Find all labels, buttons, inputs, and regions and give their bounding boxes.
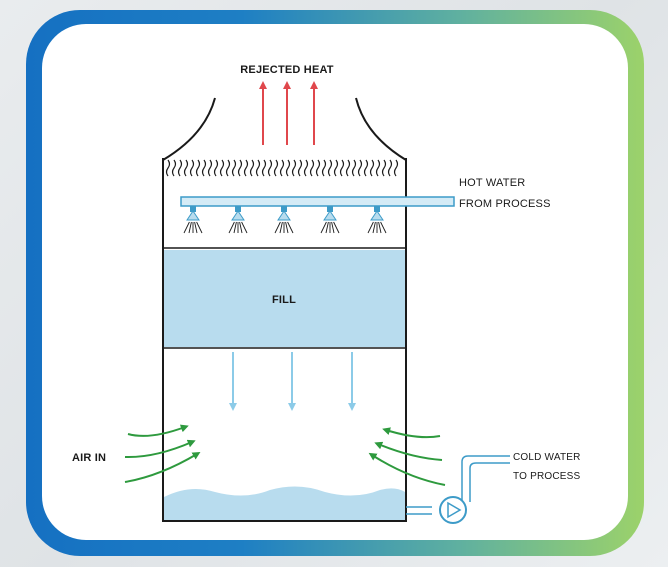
air-arrow-right	[374, 441, 443, 461]
spray-nozzle	[228, 206, 248, 234]
air-arrow-right	[382, 427, 441, 439]
cold-water-label-line1: COLD WATER	[513, 452, 581, 463]
air-arrow-right	[368, 452, 446, 486]
tower-flare-right	[355, 97, 407, 161]
cold-water-riser	[461, 455, 510, 502]
hot-water-label-line2: FROM PROCESS	[459, 198, 551, 210]
spray-nozzle	[320, 206, 340, 234]
spray-nozzle	[274, 206, 294, 234]
spray-nozzle	[367, 206, 387, 234]
air-in-label: AIR IN	[72, 452, 106, 464]
air-arrow-left	[124, 451, 201, 483]
air-arrow-left	[124, 439, 196, 459]
eliminator-waves	[165, 159, 399, 177]
drift-eliminator	[165, 159, 399, 177]
cold-water-label-line2: TO PROCESS	[513, 471, 581, 482]
air-arrow-left	[127, 424, 189, 437]
fill-label: FILL	[272, 294, 296, 306]
fill-media	[164, 250, 405, 347]
pump	[439, 496, 467, 524]
spray-nozzles	[183, 206, 387, 234]
cold-water-pipe	[406, 506, 432, 515]
hot-water-label-line1: HOT WATER	[459, 177, 525, 189]
basin-water	[164, 486, 405, 520]
spray-nozzle	[183, 206, 203, 234]
pump-icon	[447, 501, 462, 519]
tower-flare-left	[162, 97, 216, 161]
hot-water-pipe	[180, 196, 455, 207]
rejected-heat-label: REJECTED HEAT	[240, 64, 334, 76]
